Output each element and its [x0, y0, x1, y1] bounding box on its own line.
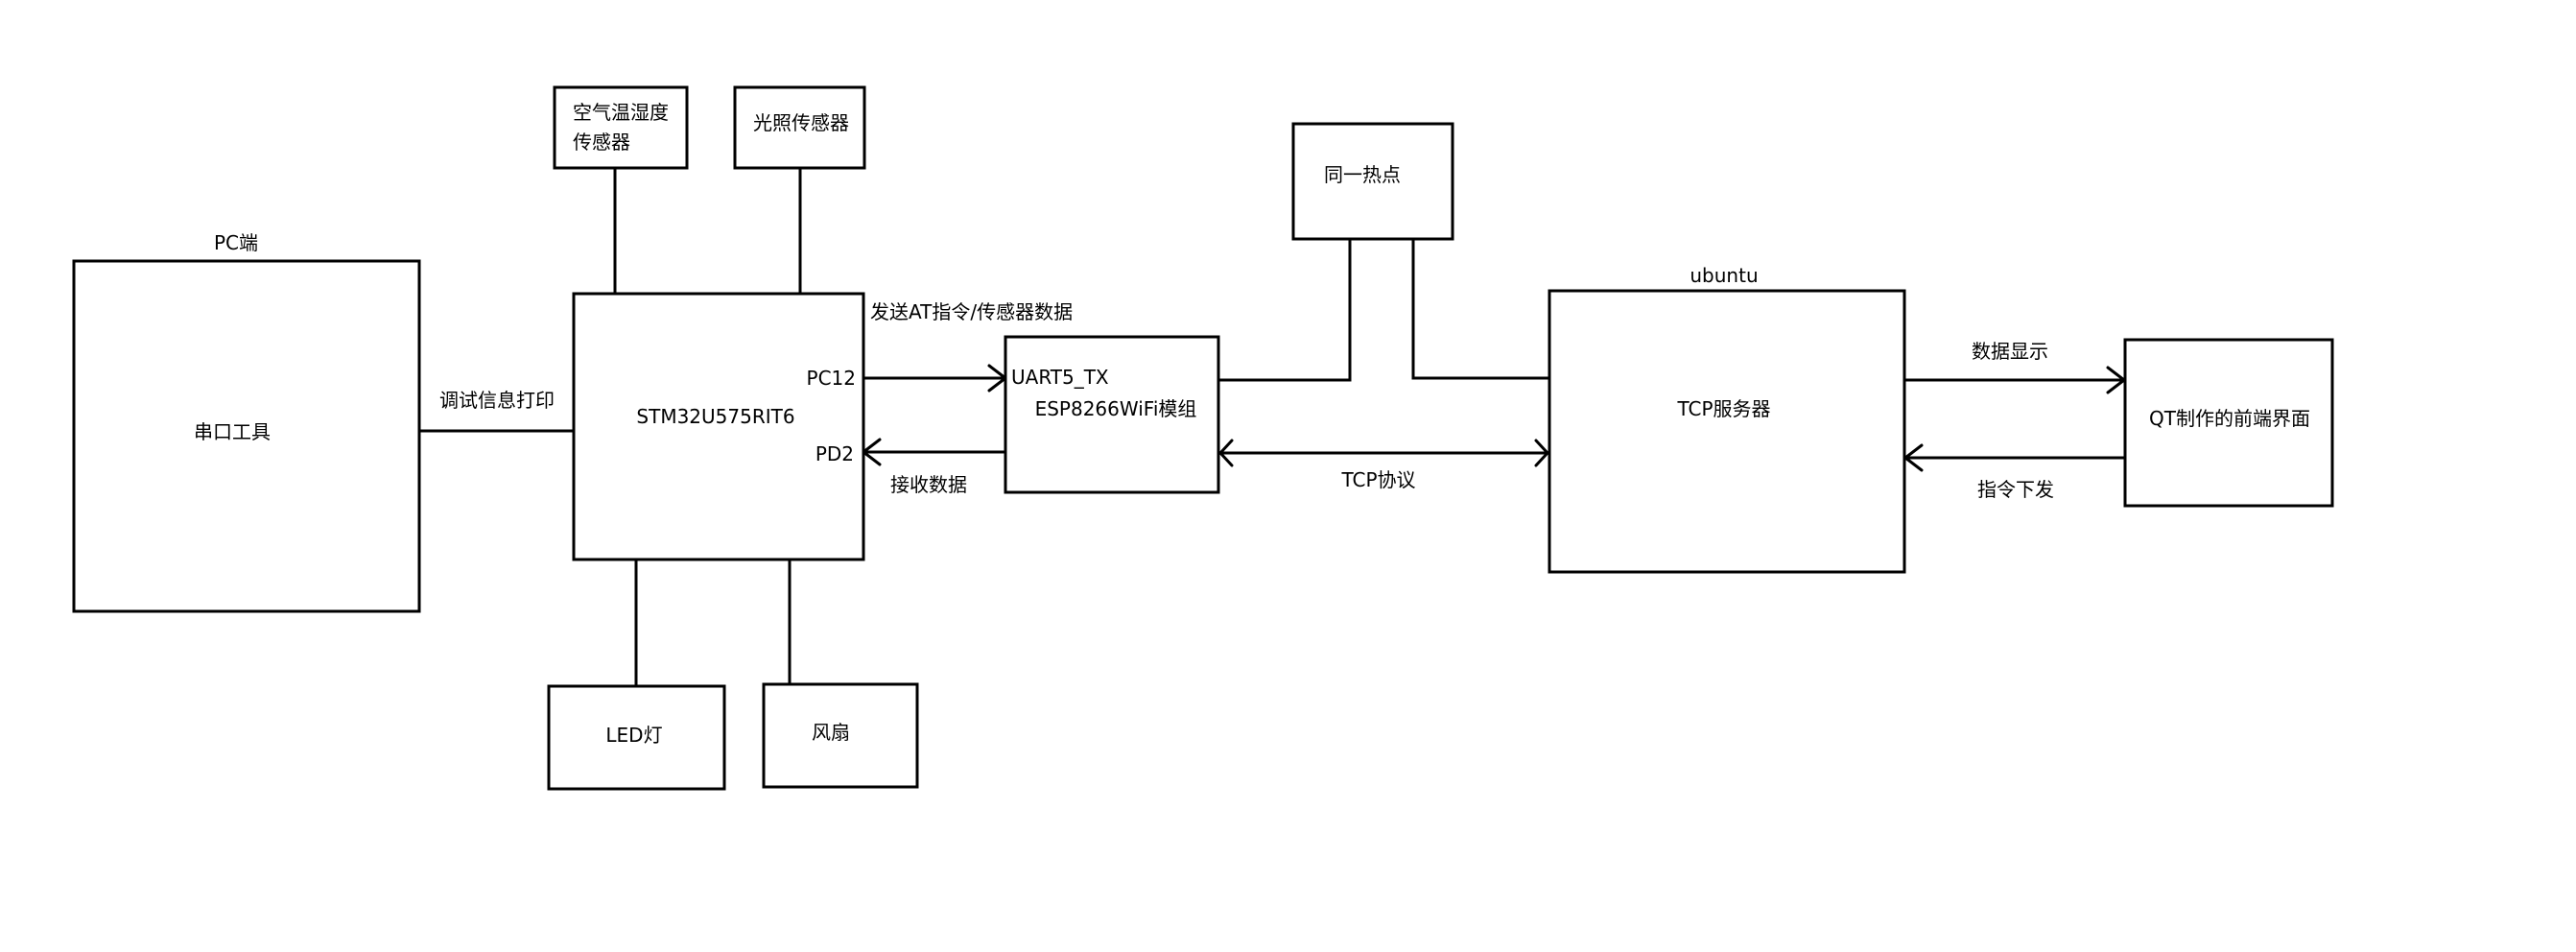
mcu-label: STM32U575RIT6 — [636, 405, 794, 428]
light-sensor-label: 光照传感器 — [753, 111, 849, 134]
hotspot-box — [1291, 122, 1454, 241]
fan-label: 风扇 — [812, 721, 850, 744]
light-sensor-box — [733, 85, 866, 170]
mcu-pin-tx-label: PC12 — [807, 367, 856, 390]
serial-tool-label: 串口工具 — [194, 420, 271, 443]
led-label: LED灯 — [605, 724, 662, 747]
command-send-label: 指令下发 — [1977, 478, 2054, 501]
hotspot-label: 同一热点 — [1324, 163, 1401, 186]
pc-label: PC端 — [214, 231, 258, 254]
send-at-label: 发送AT指令/传感器数据 — [870, 300, 1073, 323]
data-display-label: 数据显示 — [1972, 340, 2048, 363]
tcp-arrowhead-right — [1534, 439, 1549, 467]
temp-sensor-label-line2: 传感器 — [573, 131, 630, 154]
debug-print-label: 调试信息打印 — [439, 389, 555, 412]
mcu-box — [572, 292, 865, 561]
pc-box — [72, 259, 421, 613]
tcp-arrowhead-left — [1218, 439, 1234, 467]
tcp-server-box — [1548, 289, 1906, 574]
tcp-server-label: TCP服务器 — [1676, 397, 1770, 420]
temp-humidity-sensor-box — [553, 85, 689, 170]
qt-frontend-box — [2123, 338, 2334, 508]
wifi-pin-label: UART5_TX — [1011, 366, 1109, 389]
wifi-to-hotspot-line — [1218, 239, 1352, 382]
led-box — [547, 684, 726, 791]
qt-frontend-label: QT制作的前端界面 — [2149, 407, 2310, 430]
wifi-module-box — [1004, 335, 1220, 494]
wifi-module-label: ESP8266WiFi模组 — [1035, 397, 1197, 420]
mcu-pin-rx-label: PD2 — [815, 442, 854, 465]
ubuntu-label: ubuntu — [1690, 264, 1758, 287]
hotspot-to-ubuntu-line — [1411, 239, 1549, 380]
fan-box — [762, 682, 919, 789]
tcp-protocol-label: TCP协议 — [1340, 468, 1415, 491]
temp-sensor-label-line1: 空气温湿度 — [573, 101, 669, 124]
receive-data-label: 接收数据 — [890, 473, 967, 496]
